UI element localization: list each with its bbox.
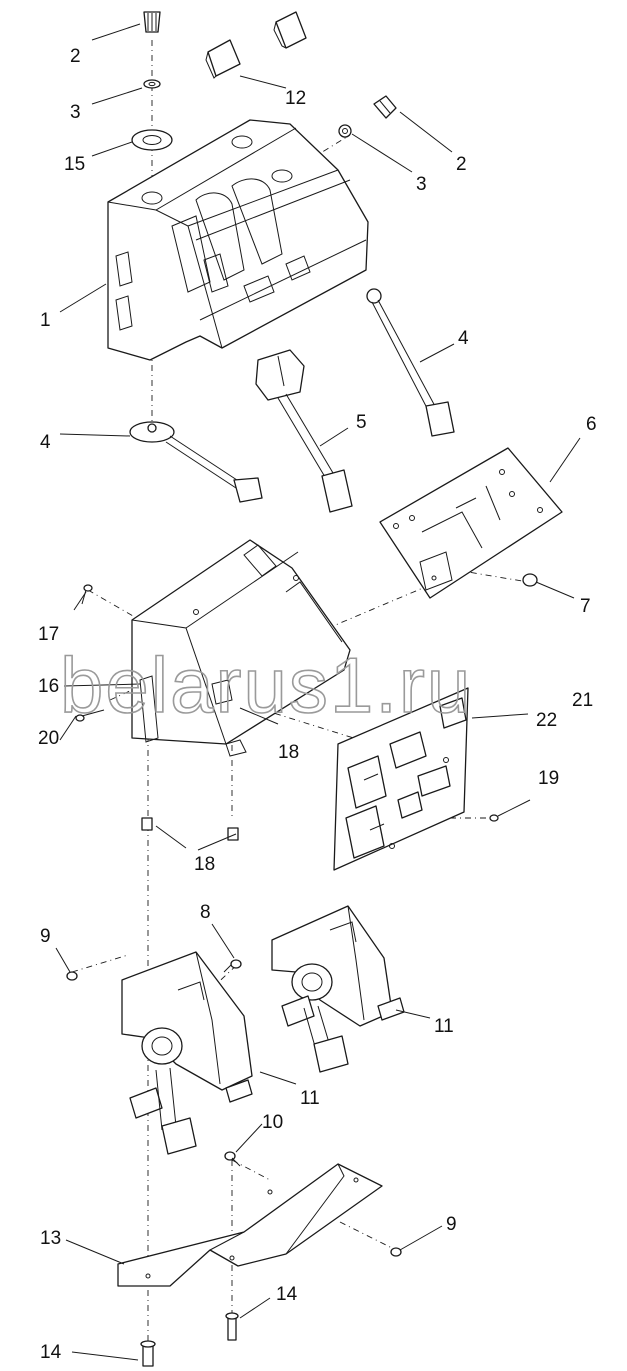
callout-4: 4 [458,328,469,349]
lever-cap-knob [205,11,307,79]
watermark-text: belarus1.ru [60,641,472,729]
base-plate [117,1163,383,1287]
control-knob [143,11,397,119]
callout-8: 8 [200,902,211,923]
callout-4: 4 [40,432,51,453]
callout-11: 11 [300,1088,320,1109]
callout-14: 14 [40,1342,62,1363]
leader-lines [55,23,581,1361]
callout-15: 15 [64,154,85,175]
callout-22: 22 [536,710,557,731]
callout-10: 10 [262,1112,283,1133]
callout-labels: 2 3 15 1 12 2 3 4 5 4 6 7 17 16 20 18 18… [38,46,597,1363]
callout-17: 17 [38,624,59,645]
callout-1: 1 [40,310,51,331]
screw [75,573,538,1367]
callout-18: 18 [194,854,215,875]
control-bracket [131,539,351,757]
callout-5: 5 [356,412,367,433]
sensor-cable [129,288,455,503]
callout-6: 6 [586,414,597,435]
joystick-module [121,905,405,1155]
callout-3: 3 [416,174,427,195]
switch-harness [255,349,353,513]
callout-20: 20 [38,728,59,749]
console-housing [107,119,369,361]
circuit-board [333,687,469,871]
callout-11: 11 [434,1016,454,1037]
callout-2: 2 [70,46,81,67]
callout-18: 18 [278,742,299,763]
callout-21: 21 [572,690,593,711]
callout-14: 14 [276,1284,298,1305]
callout-2: 2 [456,154,467,175]
callout-3: 3 [70,102,81,123]
callout-9: 9 [446,1214,457,1235]
callout-7: 7 [580,596,591,617]
callout-19: 19 [538,768,559,789]
callout-12: 12 [285,88,306,109]
mounting-plate [379,447,563,599]
washer [143,79,352,138]
callout-13: 13 [40,1228,61,1249]
callout-9: 9 [40,926,51,947]
seal-ring [131,129,173,151]
callout-16: 16 [38,676,59,697]
